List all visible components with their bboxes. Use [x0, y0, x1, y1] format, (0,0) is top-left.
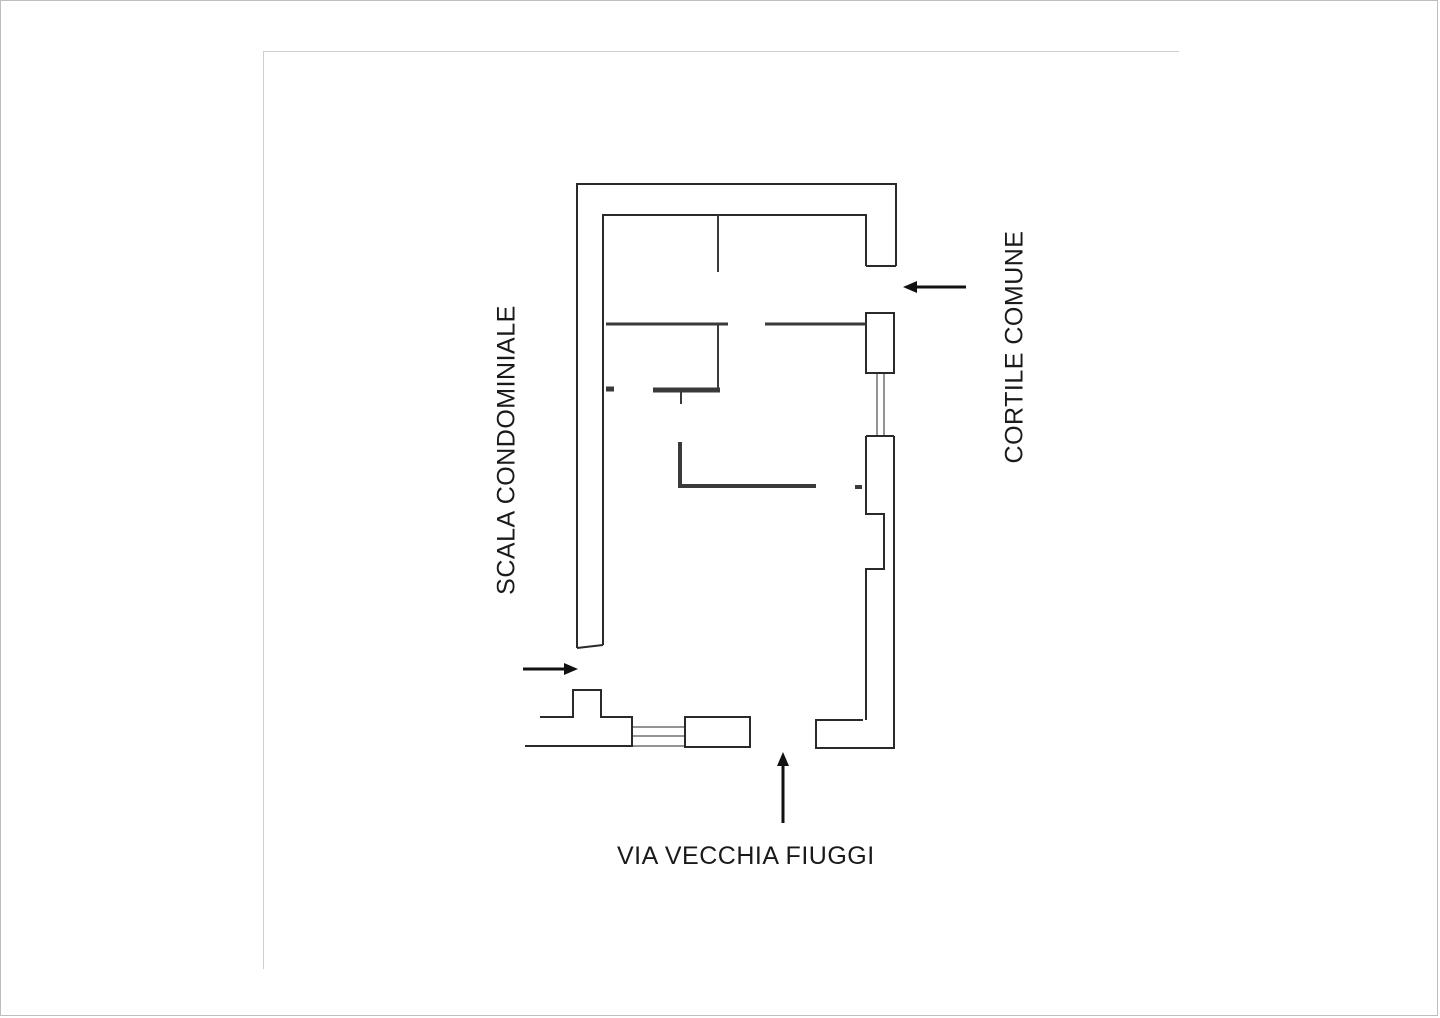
right-wall-pier: [865, 312, 895, 374]
inner-wall-left-top-right: [602, 214, 867, 645]
bottom-wall-pier: [684, 716, 751, 748]
arrow-left-entrance: [523, 663, 578, 675]
outer-walls: [525, 183, 897, 749]
arrow-bottom-entrance: [777, 752, 789, 823]
right-wall-jog: [865, 436, 885, 720]
interior-partitions: [606, 215, 866, 489]
arrow-right-entrance: [903, 281, 966, 293]
staircase-label: SCALA CONDOMINIALE: [492, 305, 521, 595]
access-arrows: [523, 281, 966, 823]
drawing-sheet: [263, 51, 1179, 969]
right-lower-wall-outer: [815, 436, 895, 749]
left-wall-bottom-cap: [576, 644, 604, 649]
outer-wall-left-top-right: [576, 183, 897, 648]
street-label: VIA VECCHIA FIUGGI: [617, 842, 875, 870]
partition-l-shape: [678, 442, 816, 488]
courtyard-label: CORTILE COMUNE: [1000, 230, 1029, 464]
bottom-left-wall: [525, 689, 633, 747]
